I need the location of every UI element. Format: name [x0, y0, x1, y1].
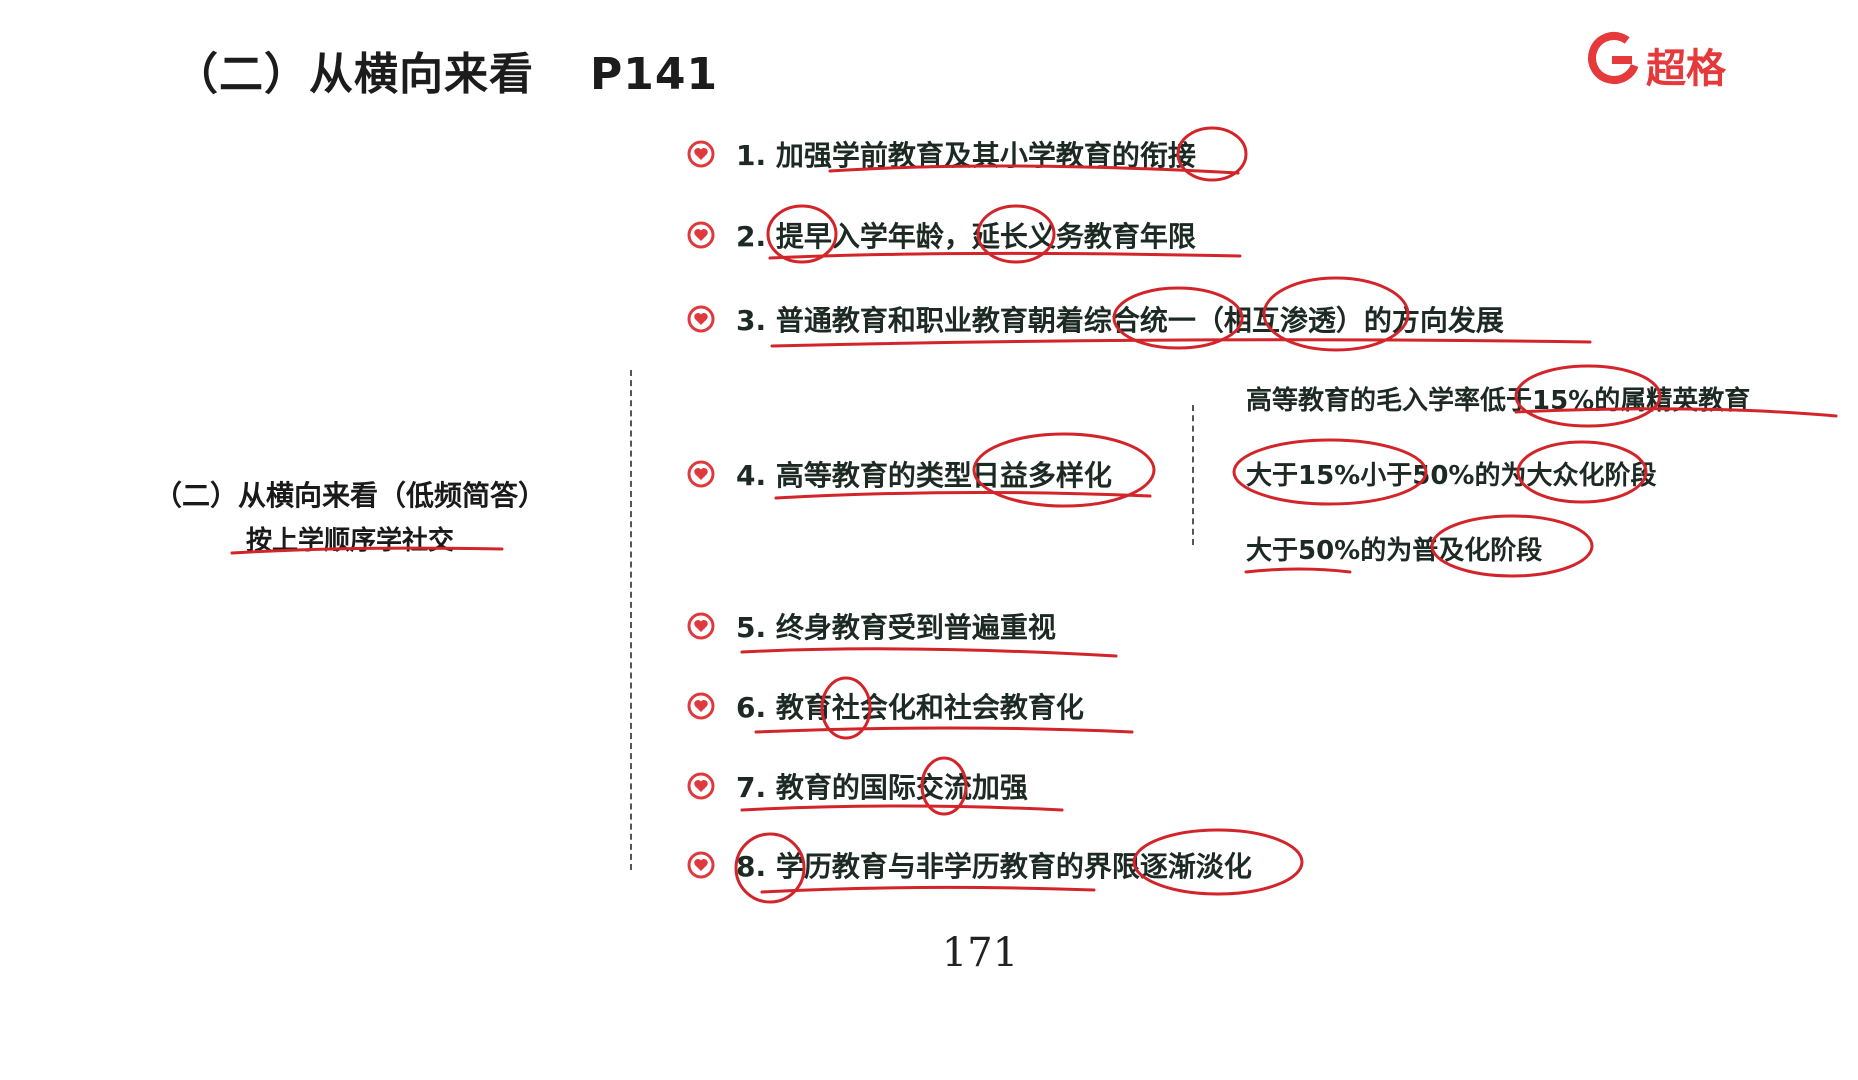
heart-bullet-icon [687, 460, 715, 488]
annotation-underline [1244, 567, 1352, 574]
section-title: （二）从横向来看 [174, 49, 534, 100]
heart-bullet-icon [687, 851, 715, 879]
sub-item: 高等教育的毛入学率低于15%的属精英教育 [1246, 386, 1751, 416]
list-item: 5. 终身教育受到普遍重视 [686, 603, 1056, 649]
list-item-text: 7. 教育的国际交流加强 [736, 771, 1028, 804]
heart-bullet-icon [687, 612, 715, 640]
left-note: （二）从横向来看（低频简答） 按上学顺序学社交 [130, 474, 570, 557]
sub-outline-bracket [1192, 405, 1202, 545]
list-item: 4. 高等教育的类型日益多样化 [686, 451, 1112, 497]
sub-item: 大于15%小于50%的为大众化阶段 [1246, 461, 1657, 491]
list-item-text: 2. 提早入学年龄，延长义务教育年限 [736, 220, 1196, 253]
heart-bullet-icon [687, 221, 715, 249]
list-item-text: 6. 教育社会化和社会教育化 [736, 691, 1084, 724]
list-item: 8. 学历教育与非学历教育的界限逐渐淡化 [686, 842, 1252, 888]
brand-logo: 超格 [1586, 30, 1734, 92]
heart-bullet-icon [687, 140, 715, 168]
list-item: 1. 加强学前教育及其小学教育的衔接 [686, 131, 1196, 177]
list-item-text: 8. 学历教育与非学历教育的界限逐渐淡化 [736, 850, 1252, 883]
annotation-underline [760, 885, 1096, 894]
annotation-underline [740, 647, 1118, 658]
list-item-text: 4. 高等教育的类型日益多样化 [736, 459, 1112, 492]
left-note-title: （二）从横向来看（低频简答） [153, 479, 546, 512]
list-item: 7. 教育的国际交流加强 [686, 763, 1028, 809]
list-item: 2. 提早入学年龄，延长义务教育年限 [686, 212, 1196, 258]
list-item-text: 5. 终身教育受到普遍重视 [736, 611, 1056, 644]
list-item-text: 3. 普通教育和职业教育朝着综合统一（相互渗透）的方向发展 [736, 304, 1504, 337]
page-reference: P141 [590, 49, 719, 100]
heart-bullet-icon [687, 305, 715, 333]
logo-text: 超格 [1646, 46, 1726, 92]
heart-bullet-icon [687, 692, 715, 720]
left-note-mnemonic: 按上学顺序学社交 [245, 526, 454, 556]
sub-item: 大于50%的为普及化阶段 [1246, 536, 1543, 566]
g-logo-icon [1588, 32, 1640, 84]
page-number: 171 [941, 930, 1019, 976]
list-item: 3. 普通教育和职业教育朝着综合统一（相互渗透）的方向发展 [686, 296, 1504, 342]
heart-bullet-icon [687, 772, 715, 800]
list-item: 6. 教育社会化和社会教育化 [686, 683, 1084, 729]
list-item-text: 1. 加强学前教育及其小学教育的衔接 [736, 139, 1196, 172]
section-heading: （二）从横向来看 P141 [174, 38, 718, 102]
outline-bracket [630, 370, 640, 870]
